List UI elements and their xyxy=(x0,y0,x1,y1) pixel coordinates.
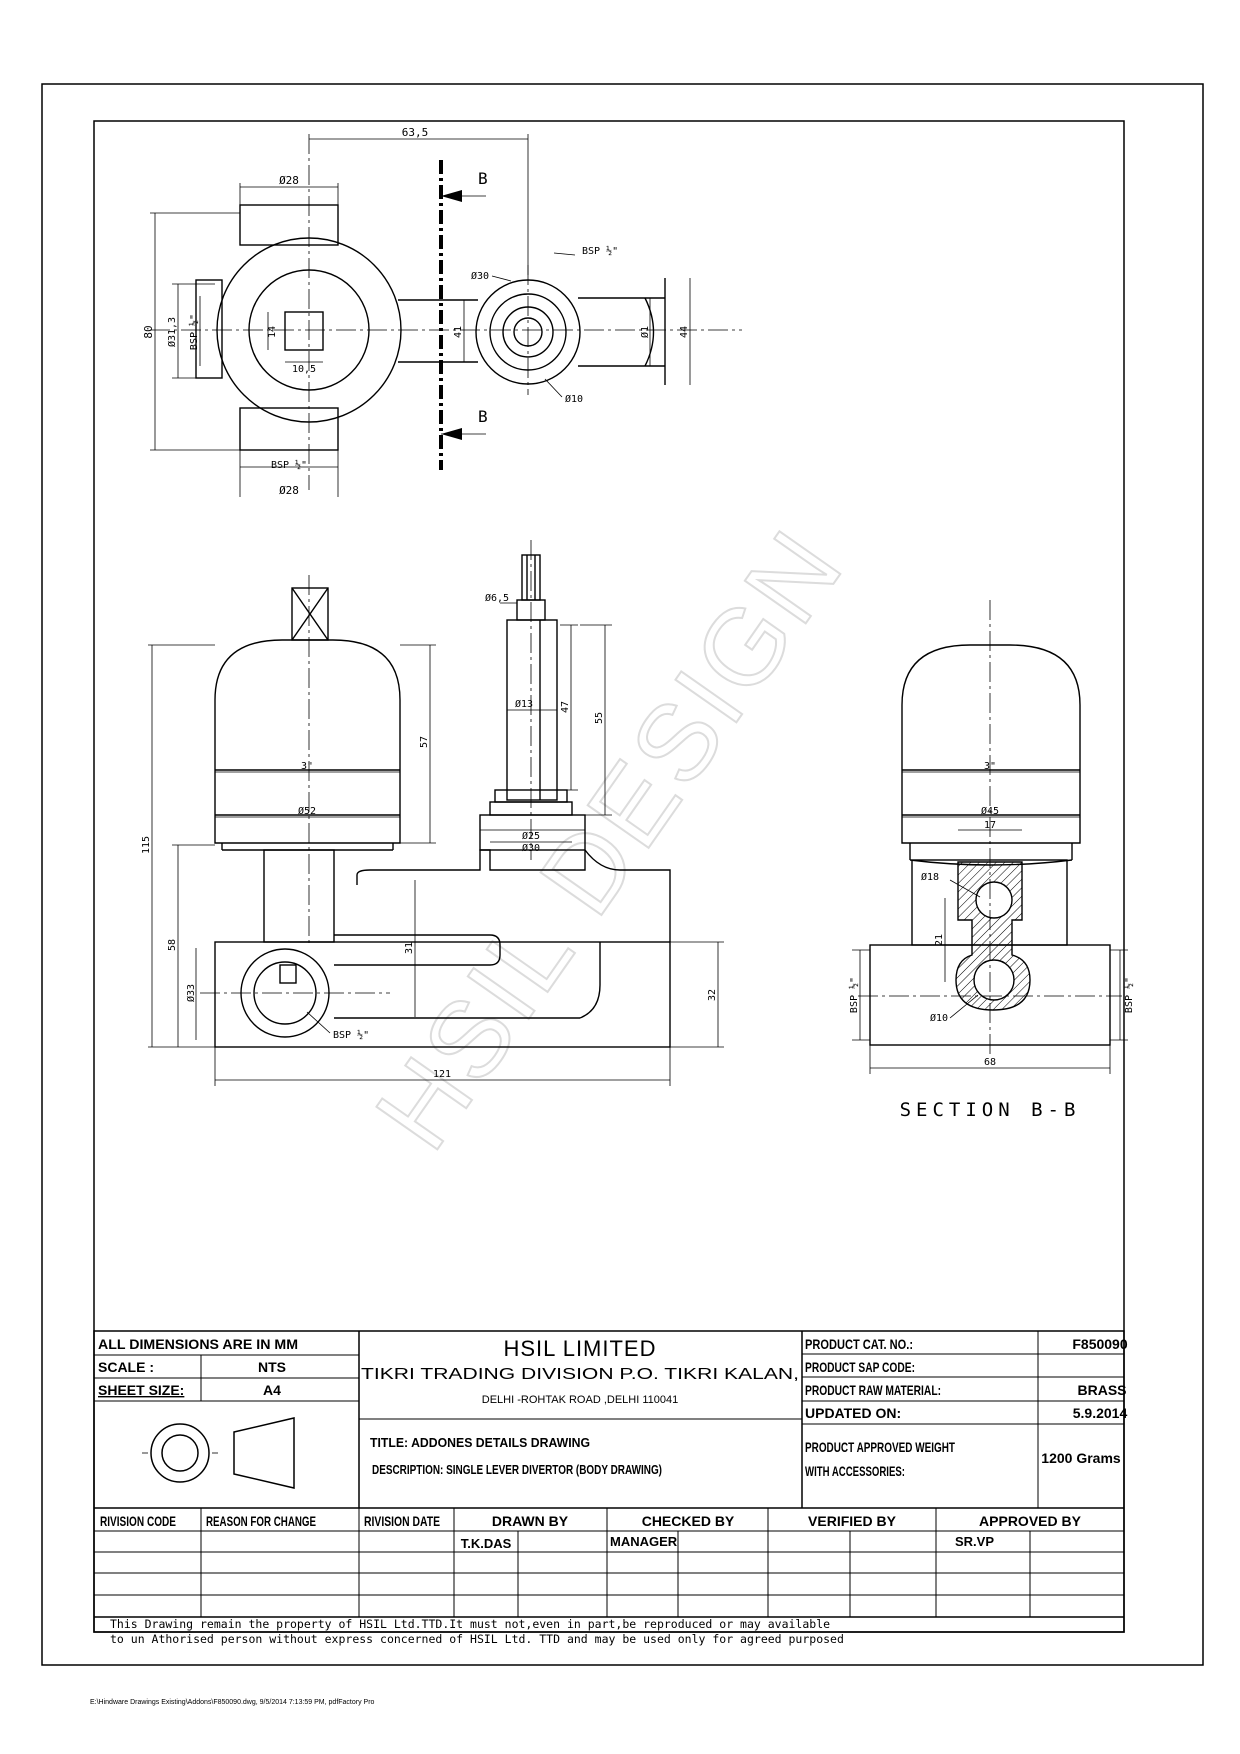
dim-dia25: Ø25 xyxy=(522,830,540,842)
disclaimer-line-1: This Drawing remain the property of HSIL… xyxy=(110,1617,830,1631)
dim-dia30: Ø30 xyxy=(471,270,489,282)
raw-material-value: BRASS xyxy=(1077,1382,1126,1398)
dim-dia31: Ø31,3 xyxy=(166,317,178,347)
reason-for-change-header: REASON FOR CHANGE xyxy=(206,1513,316,1529)
checked-by-header: CHECKED BY xyxy=(642,1513,735,1529)
section-mark-b-bottom: B xyxy=(478,407,488,426)
dim-58: 58 xyxy=(167,939,178,951)
cat-no-label: PRODUCT CAT. NO.: xyxy=(805,1336,913,1352)
outer-sheet-border xyxy=(41,83,1204,1666)
sec-dim-bsp-left: BSP ½" xyxy=(848,977,860,1013)
dim-bsp-top-right: BSP ½" xyxy=(582,245,618,257)
section-bb-title: SECTION B-B xyxy=(900,1099,1081,1121)
dim-dia30: Ø30 xyxy=(522,842,540,854)
footer-file-path: E:\Hindware Drawings Existing\Addons\F85… xyxy=(90,1699,375,1706)
sec-dim-dia10: Ø10 xyxy=(930,1012,948,1024)
front-lower-stem xyxy=(263,849,335,943)
all-dimensions-note: ALL DIMENSIONS ARE IN MM xyxy=(98,1336,298,1352)
dim-57: 57 xyxy=(419,736,430,748)
front-cap-dome xyxy=(214,639,401,844)
weight-value: 1200 Grams xyxy=(1041,1450,1121,1466)
section-mark-b-top: B xyxy=(478,169,488,188)
dim-d1: Ø1 xyxy=(639,326,651,338)
dim-bsp-bottom: BSP ½" xyxy=(271,459,307,471)
front-view xyxy=(148,540,724,1086)
sec-dim-3-inch: 3" xyxy=(984,761,996,772)
sec-dim-bsp-right: BSP ½" xyxy=(1123,977,1135,1013)
dim-32: 32 xyxy=(707,989,718,1001)
weight-label-line2: WITH ACCESSORIES: xyxy=(805,1463,905,1479)
section-bb-view xyxy=(852,600,1128,1074)
scale-value: NTS xyxy=(258,1359,286,1375)
weight-label-line1: PRODUCT APPROVED WEIGHT xyxy=(805,1439,955,1455)
dim-bsp-front: BSP ½" xyxy=(333,1029,369,1041)
checked-by-name: MANAGER xyxy=(610,1534,678,1549)
raw-material-label: PRODUCT RAW MATERIAL: xyxy=(805,1382,941,1398)
watermark: HSIL DESIGN xyxy=(352,507,866,1170)
company-name: HSIL LIMITED xyxy=(504,1336,657,1361)
company-address: DELHI -ROHTAK ROAD ,DELHI 110041 xyxy=(482,1394,678,1406)
updated-on-label: UPDATED ON: xyxy=(805,1405,901,1421)
sec-dim-17: 17 xyxy=(984,820,996,831)
dim-hex-14: 14 xyxy=(267,326,278,338)
drawing-description: DESCRIPTION: SINGLE LEVER DIVERTOR (BODY… xyxy=(372,1462,662,1477)
dim-31: 31 xyxy=(404,942,415,954)
projection-symbol-cone xyxy=(233,1417,295,1489)
cat-no-value: F850090 xyxy=(1072,1336,1127,1352)
drawn-by-name: T.K.DAS xyxy=(461,1536,512,1551)
dim-dia10: Ø10 xyxy=(565,393,583,405)
company-division: TIKRI TRADING DIVISION P.O. TIKRI KALAN, xyxy=(361,1366,799,1383)
dim-115: 115 xyxy=(141,836,152,854)
dim-dia28-top: Ø28 xyxy=(279,174,299,187)
drawing-title: TITLE: ADDONES DETAILS DRAWING xyxy=(370,1435,590,1450)
top-view-square-socket xyxy=(284,311,324,351)
top-view-upper-stub xyxy=(239,204,339,246)
approved-by-name: SR.VP xyxy=(955,1534,994,1549)
sheet-size-value: A4 xyxy=(263,1382,281,1398)
dim-121: 121 xyxy=(433,1069,451,1080)
dim-55: 55 xyxy=(594,712,605,724)
dim-63-5: 63,5 xyxy=(402,126,429,139)
dim-3-inch: 3" xyxy=(301,761,313,772)
approved-by-header: APPROVED BY xyxy=(979,1513,1082,1529)
verified-by-header: VERIFIED BY xyxy=(808,1513,897,1529)
dim-47: 47 xyxy=(560,701,571,713)
front-main-body xyxy=(214,941,671,1048)
sec-dim-21: 21 xyxy=(934,934,945,946)
updated-on-value: 5.9.2014 xyxy=(1073,1405,1128,1421)
projection-symbol-circles xyxy=(150,1423,210,1483)
revision-date-header: RIVISION DATE xyxy=(364,1513,440,1529)
sec-dim-dia18: Ø18 xyxy=(921,871,939,883)
dim-dia6-5: Ø6,5 xyxy=(485,592,509,604)
sap-code-label: PRODUCT SAP CODE: xyxy=(805,1359,915,1375)
revision-code-header: RIVISION CODE xyxy=(100,1513,176,1529)
dim-bsp-left: BSP ½" xyxy=(188,314,200,350)
sheet-size-label: SHEET SIZE: xyxy=(98,1382,184,1398)
dim-dia28-bottom: Ø28 xyxy=(279,484,299,497)
top-view xyxy=(150,134,742,497)
drawn-by-header: DRAWN BY xyxy=(492,1513,569,1529)
top-view-lower-stub xyxy=(239,407,339,451)
dim-44: 44 xyxy=(679,326,690,338)
dim-dia52: Ø52 xyxy=(298,805,316,817)
dim-dia33: Ø33 xyxy=(185,984,197,1002)
disclaimer-line-2: to un Athorised person without express c… xyxy=(110,1632,844,1646)
section-cap-dome xyxy=(901,644,1081,844)
sec-dim-68: 68 xyxy=(984,1057,996,1068)
sec-dim-dia45: Ø45 xyxy=(981,805,999,817)
dim-41: 41 xyxy=(453,326,464,338)
dim-hex-10-5: 10,5 xyxy=(292,364,316,375)
dim-80: 80 xyxy=(142,325,155,338)
scale-label: SCALE : xyxy=(98,1359,154,1375)
dim-dia13: Ø13 xyxy=(515,698,533,710)
title-block xyxy=(93,1330,1125,1633)
